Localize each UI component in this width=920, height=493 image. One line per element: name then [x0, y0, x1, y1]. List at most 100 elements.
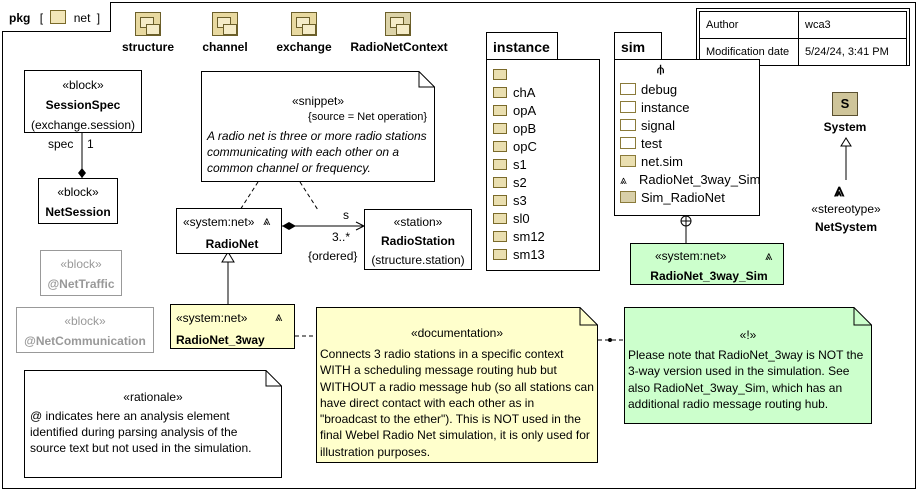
block-stereotype: «block»	[60, 257, 102, 271]
composition-diamond-icon	[282, 222, 296, 230]
structure-package-icon[interactable]	[135, 12, 161, 36]
instance-item[interactable]: chA	[493, 84, 599, 102]
radiostation-block[interactable]: «station» RadioStation (structure.statio…	[364, 209, 472, 270]
block-stereotype: «station»	[393, 215, 443, 229]
association-role-label: s	[343, 208, 349, 222]
netcommunication-block[interactable]: «block» @NetCommunication	[16, 307, 154, 353]
radionetcontext-package-icon[interactable]	[385, 12, 411, 36]
frame-name: net	[73, 11, 91, 25]
rationale-note[interactable]: «rationale» @ indicates here an analysis…	[24, 370, 282, 478]
instance-package-tab: instance	[486, 32, 558, 60]
instance-icon	[493, 213, 507, 224]
instance-icon	[493, 141, 507, 152]
radionet-block[interactable]: «system:net» RadioNet ⩓	[176, 208, 282, 254]
instance-icon	[493, 177, 507, 188]
system-label[interactable]: System	[823, 120, 867, 134]
exchange-package-label[interactable]: exchange	[276, 40, 332, 54]
antenna-icon: ⩓	[765, 248, 773, 263]
instance-item[interactable]	[493, 66, 599, 84]
association-ordered-label: {ordered}	[308, 249, 358, 263]
netsystem-stereotype: «stereotype»	[811, 202, 881, 216]
instance-package-title: instance	[493, 39, 550, 55]
instance-item[interactable]: opA	[493, 102, 599, 120]
sim-item[interactable]: test	[620, 135, 759, 153]
instance-item[interactable]: s1	[493, 156, 599, 174]
author-value: wca3	[798, 11, 907, 39]
tree-icon: ⫛	[657, 62, 665, 76]
documentation-stereotype: «documentation»	[410, 326, 504, 340]
frame-open-bracket: [	[39, 11, 44, 25]
instance-item[interactable]: s3	[493, 192, 599, 210]
sim-item[interactable]: ⩓RadioNet_3way_Sim	[620, 172, 761, 187]
block-stereotype: «block»	[57, 185, 99, 199]
snippet-anchor-line	[239, 181, 259, 211]
exchange-package-icon[interactable]	[291, 12, 317, 36]
instance-item[interactable]: opB	[493, 120, 599, 138]
channel-package-label[interactable]: channel	[202, 40, 248, 54]
nettraffic-block[interactable]: «block» @NetTraffic	[40, 250, 122, 296]
antenna-icon: ⩓	[263, 213, 271, 228]
instance-icon	[493, 123, 507, 134]
block-stereotype: «block»	[64, 314, 106, 328]
block-stereotype: «block»	[62, 78, 104, 92]
instance-package-body[interactable]: chA opA opB opC s1 s2 s3 sl0 sm12 sm13	[486, 59, 600, 271]
instance-icon	[493, 195, 507, 206]
documentation-note[interactable]: «documentation» Connects 3 radio station…	[316, 307, 598, 463]
instance-item[interactable]: sm13	[493, 246, 599, 264]
modification-date-value: 5/24/24, 3:41 PM	[798, 38, 907, 66]
netsession-block[interactable]: «block» NetSession	[38, 178, 118, 224]
radionet-3way-sim-block[interactable]: «system:net» RadioNet_3way_Sim ⩓	[630, 243, 784, 285]
sim-package-tab: sim	[614, 32, 662, 60]
note-shape	[201, 71, 435, 182]
instance-icon	[493, 249, 507, 260]
block-subtitle: (structure.station)	[371, 253, 465, 267]
radionetcontext-package-label[interactable]: RadioNetContext	[350, 40, 448, 54]
radionet-3way-block[interactable]: «system:net» RadioNet_3way ⩓	[170, 304, 295, 349]
extension-arrow-icon	[840, 137, 852, 147]
sim-item[interactable]: instance	[620, 99, 759, 117]
snippet-note[interactable]: «snippet» {source = Net operation} A rad…	[201, 71, 435, 182]
channel-package-icon[interactable]	[212, 12, 238, 36]
sim-package-title: sim	[621, 39, 646, 55]
frame-keyword: pkg	[9, 11, 31, 25]
instance-item[interactable]: sl0	[493, 210, 599, 228]
documentation-text: Connects 3 radio stations in a specific …	[320, 347, 594, 459]
instance-item[interactable]: opC	[493, 138, 599, 156]
spec-multiplicity-label: 1	[87, 137, 94, 151]
block-name: RadioStation	[381, 234, 455, 248]
composition-diamond-icon	[78, 168, 86, 178]
sim-item[interactable]: net.sim	[620, 153, 759, 171]
folder-icon	[620, 83, 636, 95]
antenna-icon: ⩓	[620, 173, 627, 187]
sim-item[interactable]: Sim_RadioNet	[620, 189, 759, 207]
system-metaclass-icon[interactable]: S	[832, 92, 858, 116]
frame-close-bracket: ]	[96, 11, 101, 25]
package-icon	[620, 155, 636, 167]
instance-icon	[493, 231, 507, 242]
block-name: NetSession	[45, 205, 111, 219]
sim-item[interactable]: debug	[620, 81, 759, 99]
instance-icon	[493, 87, 507, 98]
sim-package-body[interactable]: ⫛ debug instance signal test net.sim ⩓Ra…	[614, 59, 760, 216]
warning-note[interactable]: «!» Please note that RadioNet_3way is NO…	[624, 307, 872, 424]
instance-icon	[493, 69, 507, 80]
block-name: SessionSpec	[45, 98, 121, 112]
folder-icon	[620, 137, 636, 149]
block-name: @NetTraffic	[47, 277, 115, 291]
instance-item[interactable]: s2	[493, 174, 599, 192]
anchor-dot-icon	[608, 338, 612, 342]
note-shape	[316, 307, 598, 463]
instance-item[interactable]: sm12	[493, 228, 599, 246]
netsystem-label[interactable]: NetSystem	[814, 220, 878, 234]
snippet-anchor-line-2	[299, 181, 319, 211]
rationale-stereotype: «rationale»	[123, 390, 183, 404]
warning-text: Please note that RadioNet_3way is NOT th…	[628, 348, 864, 411]
author-label: Author	[699, 11, 799, 39]
metadata-table-frame: Author wca3 Modification date 5/24/24, 3…	[696, 8, 910, 66]
structure-package-label[interactable]: structure	[121, 40, 174, 54]
sessionspec-block[interactable]: «block» SessionSpec (exchange.session)	[24, 70, 142, 133]
block-stereotype: «system:net»	[176, 311, 248, 325]
sim-item[interactable]: signal	[620, 117, 759, 135]
block-stereotype: «system:net»	[183, 215, 255, 229]
